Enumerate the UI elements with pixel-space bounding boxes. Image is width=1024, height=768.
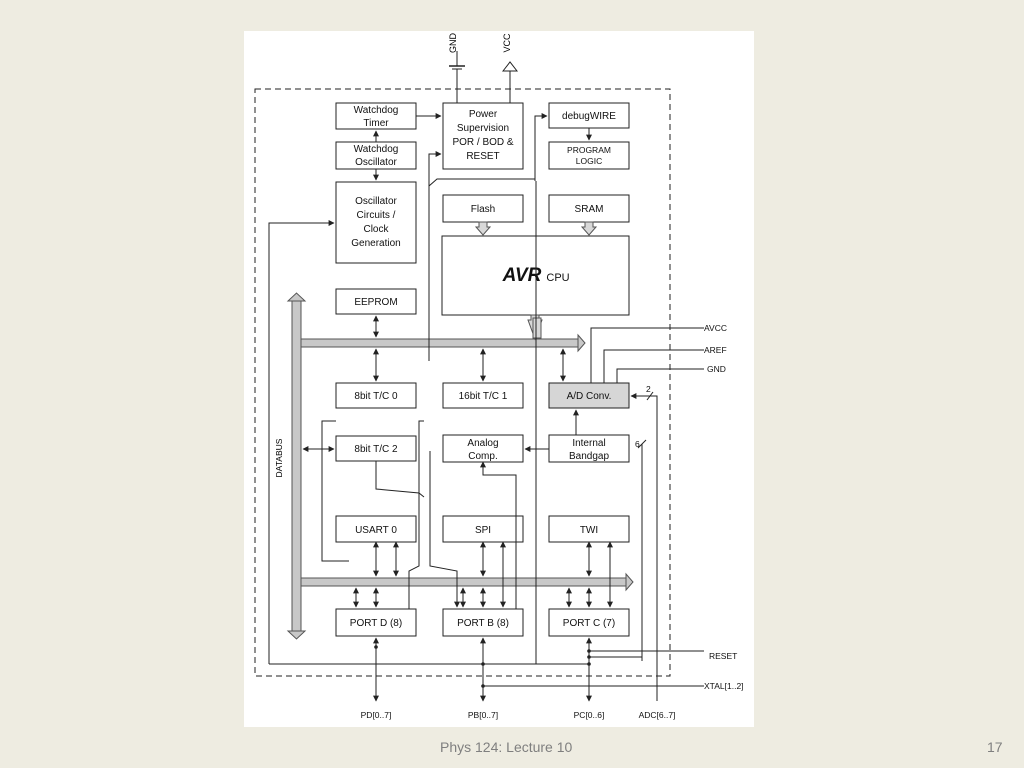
eeprom-label: EEPROM (354, 297, 397, 308)
bandgap-label-2: Bandgap (569, 451, 609, 462)
twi-label: TWI (580, 525, 598, 536)
block-diagram: GND VCC Watchdog Timer Watchdog Oscillat… (244, 31, 754, 727)
analog-comp-label-2: Comp. (468, 451, 497, 462)
program-logic-block (548, 141, 630, 170)
analog-comp-label: Analog (467, 438, 498, 449)
chip-boundary (254, 88, 671, 677)
reset-label: RESET (709, 651, 737, 661)
oscillator-label-2: Circuits / (357, 210, 396, 221)
block-diagram-svg: GND VCC Watchdog Timer Watchdog Oscillat… (254, 33, 744, 720)
xtal-label: XTAL[1..2] (704, 681, 744, 691)
program-logic-label-2: LOGIC (576, 156, 602, 166)
gnd-pin-label: GND (448, 33, 458, 54)
port-c-label: PORT C (7) (563, 618, 615, 629)
power-label-3: POR / BOD & (452, 137, 513, 148)
slide-page-number: 17 (987, 739, 1003, 755)
port-c-block (548, 608, 630, 637)
debugwire-block (548, 102, 630, 129)
sram-label: SRAM (575, 204, 604, 215)
aref-label: AREF (704, 345, 727, 355)
power-label-1: Power (469, 109, 498, 120)
avcc-label: AVCC (704, 323, 727, 333)
spi-block (442, 515, 524, 543)
watchdog-timer-label: Watchdog (354, 105, 399, 116)
flash-label: Flash (471, 204, 495, 215)
slide-footer-title: Phys 124: Lecture 10 (440, 739, 573, 755)
vcc-pin-label: VCC (502, 33, 512, 53)
oscillator-label-3: Clock (363, 224, 389, 235)
cpu-label: CPU (546, 272, 569, 284)
oscillator-label-1: Oscillator (355, 196, 397, 207)
oscillator-circuits-block (335, 181, 417, 264)
power-label-4: RESET (466, 151, 499, 162)
watchdog-timer-block (335, 102, 417, 130)
databus-label: DATABUS (274, 438, 284, 477)
usart0-label: USART 0 (355, 525, 397, 536)
adc-label: A/D Conv. (567, 391, 612, 402)
power-label-2: Supervision (457, 123, 509, 134)
watchdog-oscillator-label: Watchdog (354, 144, 399, 155)
tc0-label: 8bit T/C 0 (354, 391, 398, 402)
pc-pins-label: PC[0..6] (574, 710, 605, 720)
tc2-label: 8bit T/C 2 (354, 444, 398, 455)
timer-counter-2-block (335, 435, 417, 462)
databus (286, 292, 634, 640)
tc1-label: 16bit T/C 1 (459, 391, 508, 402)
program-logic-label: PROGRAM (567, 145, 611, 155)
pd-pins-label: PD[0..7] (361, 710, 392, 720)
power-supervision-block (442, 102, 524, 170)
eeprom-block (335, 288, 417, 315)
gnd-signal-label: GND (707, 364, 726, 374)
sram-block (548, 194, 630, 223)
watchdog-oscillator-label-2: Oscillator (355, 157, 397, 168)
oscillator-label-4: Generation (351, 238, 400, 249)
debugwire-label: debugWIRE (562, 111, 616, 122)
port-d-label: PORT D (8) (350, 618, 402, 629)
port-b-label: PORT B (8) (457, 618, 509, 629)
junction-dots (374, 645, 591, 688)
adc-bus-width: 2 (646, 384, 651, 394)
internal-bandgap-block (548, 434, 630, 463)
port-b-block (442, 608, 524, 637)
adc-block (548, 382, 630, 409)
flash-block (442, 194, 524, 223)
pb-pins-label: PB[0..7] (468, 710, 498, 720)
port-d-block (335, 608, 417, 637)
wiring (268, 113, 704, 702)
avr-logo: AVR (502, 265, 542, 286)
vcc-symbol (501, 61, 519, 72)
analog-comparator-block (442, 434, 524, 463)
timer-counter-0-block (335, 382, 417, 409)
timer-counter-1-block (442, 382, 524, 409)
bandgap-bus-width: 6 (635, 439, 640, 449)
adc-pins-label: ADC[6..7] (639, 710, 676, 720)
watchdog-timer-label-2: Timer (363, 118, 389, 129)
usart0-block (335, 515, 417, 543)
bandgap-label: Internal (572, 438, 605, 449)
twi-block (548, 515, 630, 543)
spi-label: SPI (475, 525, 491, 536)
